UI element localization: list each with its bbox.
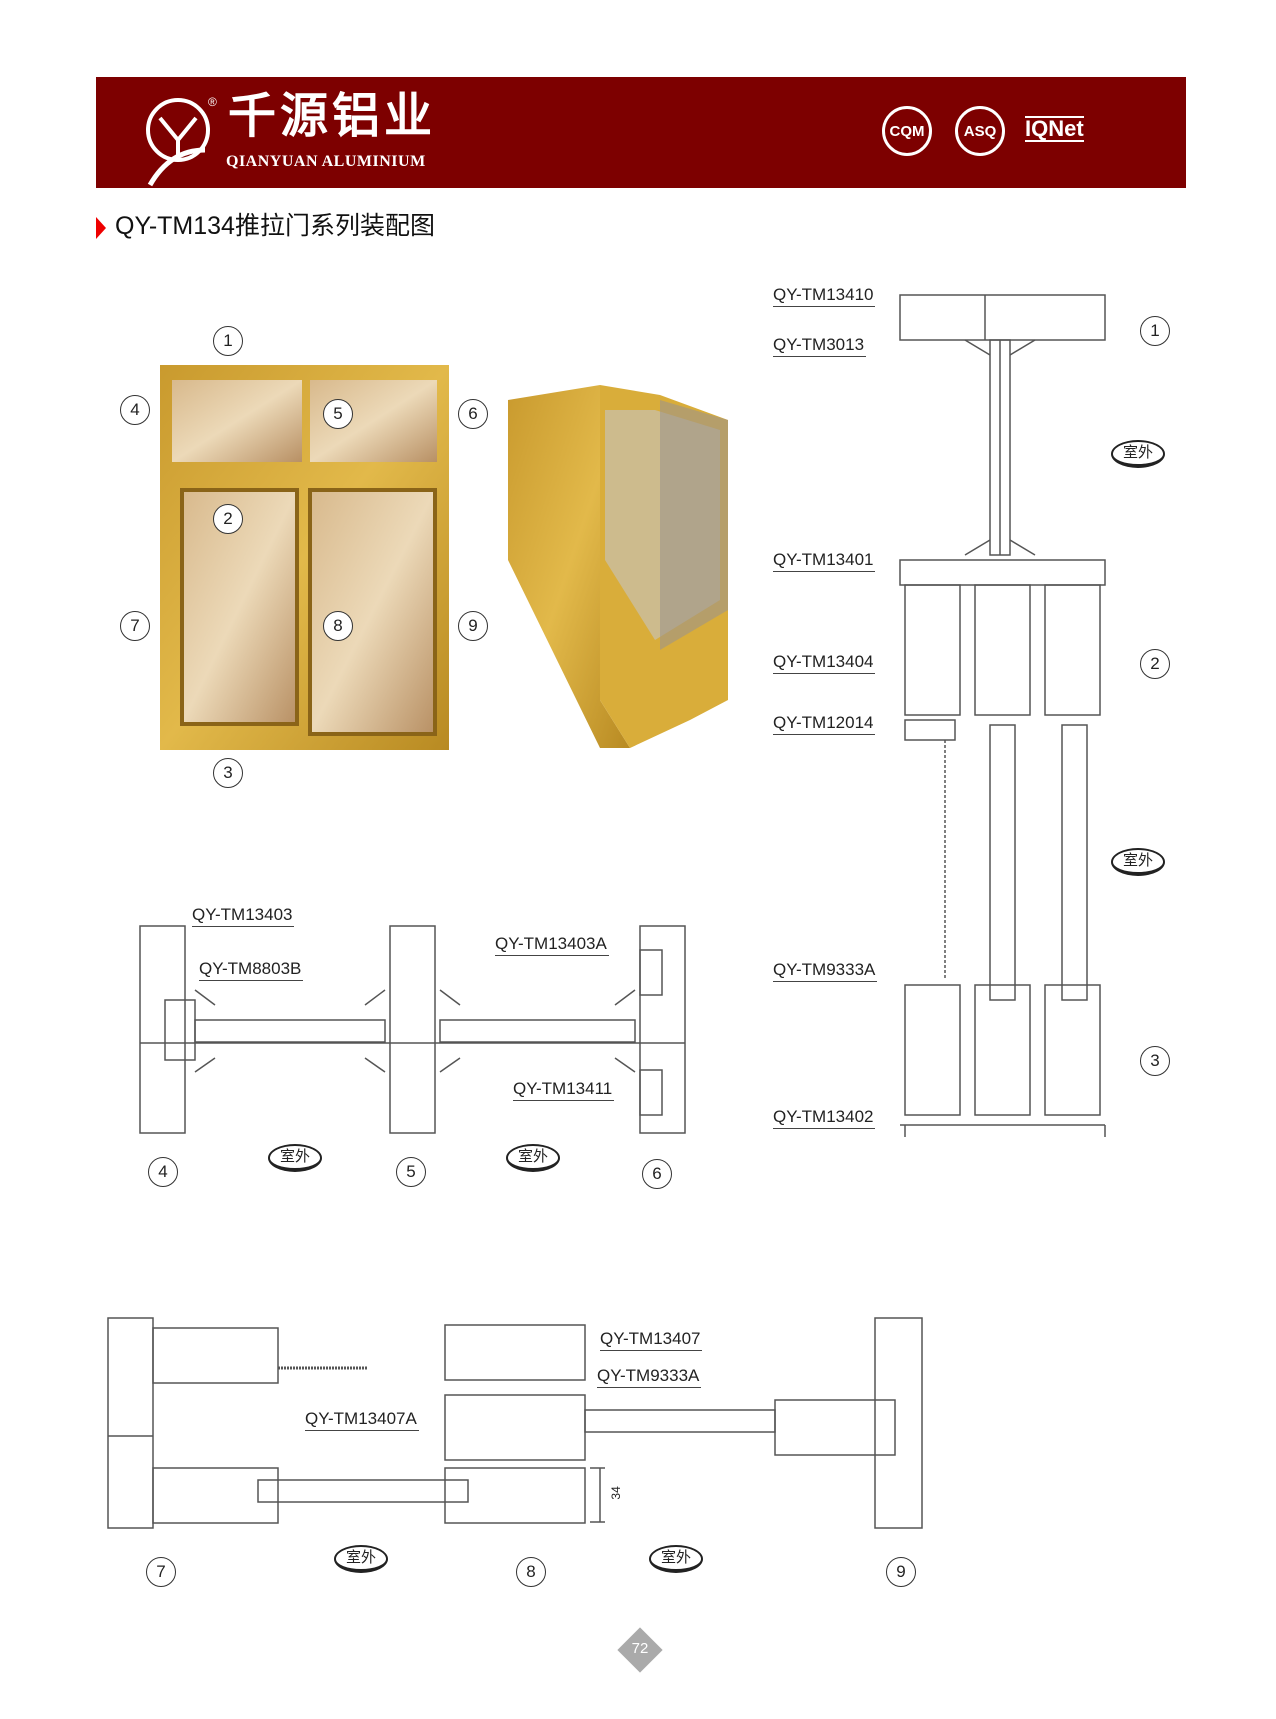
door-photo: [160, 365, 449, 750]
vertical-section-drawing: [899, 294, 1106, 1137]
page-number: 72: [631, 1640, 649, 1657]
dimension-label: 34: [608, 1486, 623, 1500]
brand-name-en: QIANYUAN ALUMINIUM: [226, 153, 426, 170]
horizontal-section-top-drawing: [139, 925, 686, 1134]
section-callout: 6: [642, 1159, 672, 1189]
section-callout: 9: [886, 1557, 916, 1587]
section-callout: 3: [1140, 1046, 1170, 1076]
photo-callout: 2: [213, 504, 243, 534]
part-label: QY-TM13407A: [305, 1409, 419, 1431]
outdoor-marker: 室外: [334, 1545, 388, 1573]
section-callout: 8: [516, 1557, 546, 1587]
registered-mark: ®: [208, 95, 217, 109]
part-label: QY-TM13403: [192, 905, 295, 927]
part-label: QY-TM13402: [773, 1107, 876, 1129]
photo-callout: 3: [213, 758, 243, 788]
part-label: QY-TM13407: [600, 1329, 703, 1351]
photo-callout: 7: [120, 611, 150, 641]
photo-callout: 1: [213, 326, 243, 356]
section-callout: 5: [396, 1157, 426, 1187]
outdoor-marker: 室外: [268, 1144, 322, 1172]
section-callout: 1: [1140, 316, 1170, 346]
title-marker-icon: [96, 217, 106, 239]
photo-callout: 8: [323, 611, 353, 641]
brand-logo-icon: [146, 98, 210, 187]
part-label: QY-TM13401: [773, 550, 876, 572]
photo-callout: 4: [120, 395, 150, 425]
outdoor-marker: 室外: [1111, 440, 1165, 468]
part-label: QY-TM13404: [773, 652, 876, 674]
outdoor-marker: 室外: [506, 1144, 560, 1172]
part-label: QY-TM9333A: [597, 1366, 702, 1388]
profile-3d-render: [508, 385, 728, 748]
outdoor-marker: 室外: [649, 1545, 703, 1573]
brand-name-cn: 千源铝业: [228, 88, 437, 144]
section-callout: 2: [1140, 649, 1170, 679]
photo-callout: 9: [458, 611, 488, 641]
part-label: QY-TM12014: [773, 713, 876, 735]
page-title: QY-TM134推拉门系列装配图: [115, 212, 435, 240]
part-label: QY-TM13411: [513, 1079, 615, 1101]
part-label: QY-TM13403A: [495, 934, 609, 956]
part-label: QY-TM13410: [773, 285, 876, 307]
part-label: QY-TM3013: [773, 335, 867, 357]
photo-callout: 6: [458, 399, 488, 429]
part-label: QY-TM9333A: [773, 960, 878, 982]
iqnet-cert-logo: IQNet: [1025, 116, 1084, 142]
outdoor-marker: 室外: [1111, 848, 1165, 876]
horizontal-section-bottom-drawing: [107, 1317, 923, 1529]
cqm-cert-logo: CQM: [882, 106, 932, 156]
part-label: QY-TM8803B: [199, 959, 304, 981]
section-callout: 4: [148, 1157, 178, 1187]
asq-cert-logo: ASQ: [955, 106, 1005, 156]
photo-callout: 5: [323, 399, 353, 429]
section-callout: 7: [146, 1557, 176, 1587]
